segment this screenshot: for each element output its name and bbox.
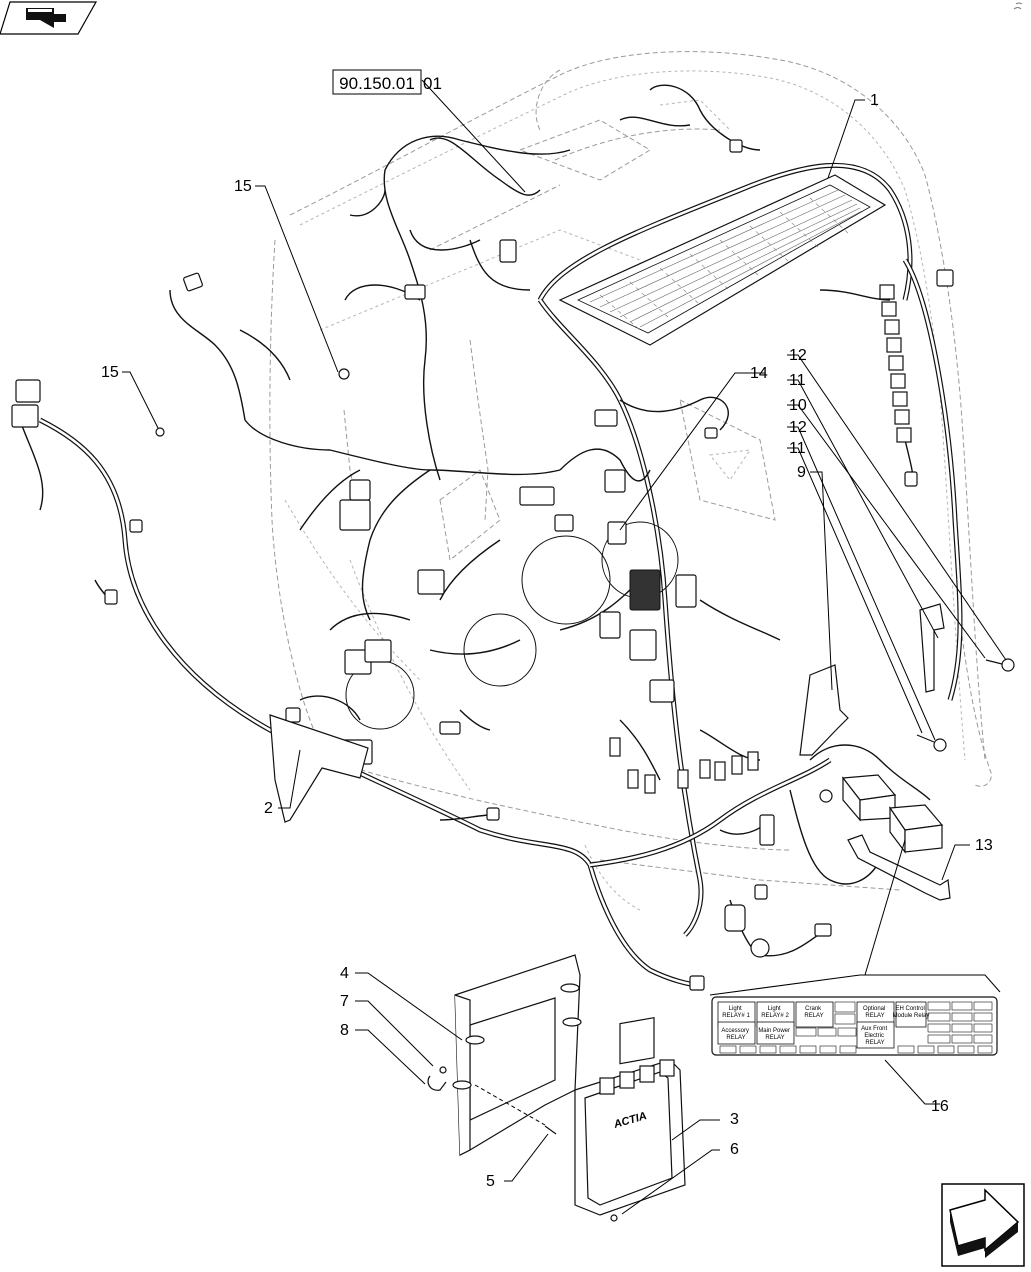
main-harness-1 [537, 162, 963, 937]
bolt-15-upper [338, 368, 350, 380]
callout-14: 14 [750, 365, 768, 382]
book-arrow-icon[interactable] [0, 1, 98, 35]
reference-box[interactable]: 90.150.01 01 [332, 69, 442, 95]
callout-3: 3 [730, 1111, 739, 1128]
callout-8: 8 [340, 1022, 349, 1039]
detail-circles [345, 521, 679, 730]
mounting-plate-4 [452, 954, 582, 1156]
bracket-right-12 [919, 603, 945, 693]
relay-main-power: Main Power RELAY [758, 1028, 791, 1041]
relay-light-1: Light RELAY# 1 [722, 1006, 750, 1019]
relay-eh-control: EH Control Module Relay [893, 1006, 930, 1019]
callout-4: 4 [340, 965, 349, 982]
callout-labels: 1 2 3 4 5 6 7 8 9 10 11 11 12 12 13 14 1… [101, 92, 993, 1190]
callout-13: 13 [975, 837, 993, 854]
relay-light-2: Light RELAY# 2 [761, 1006, 789, 1019]
callout-12-lower: 12 [789, 419, 807, 436]
bracket-9 [799, 664, 849, 756]
relay-aux-front-electric: Aux Front Electric RELAY [861, 1026, 889, 1046]
callout-5: 5 [486, 1173, 495, 1190]
left-harness-2 [38, 417, 832, 988]
next-page-arrow-icon[interactable] [941, 1183, 1025, 1267]
bracket-2 [269, 714, 369, 823]
clip-8 [427, 1066, 447, 1091]
callout-9: 9 [797, 464, 806, 481]
ecu-module-3: ACTIA [574, 1016, 686, 1222]
fuse-box-relays [841, 774, 944, 854]
callout-7: 7 [340, 993, 349, 1010]
callout-15-upper: 15 [234, 178, 252, 195]
relay-accessory: Accessory RELAY [721, 1028, 750, 1041]
relay-crank: Crank RELAY [804, 1006, 823, 1019]
callout-1: 1 [870, 92, 879, 109]
callout-12-upper: 12 [789, 347, 807, 364]
callout-6: 6 [730, 1141, 739, 1158]
connectors [11, 139, 954, 991]
corner-mark-icon [1013, 2, 1023, 10]
callout-15-left: 15 [101, 364, 119, 381]
relay-optional: Optional RELAY [863, 1006, 887, 1019]
screws-11 [916, 658, 1015, 752]
thin-wires [19, 84, 931, 957]
callout-10: 10 [789, 397, 807, 414]
bolt-15-left [155, 427, 165, 437]
cab-outline [269, 51, 992, 911]
reference-suffix: 01 [423, 74, 442, 93]
reference-code[interactable]: 90.150.01 [339, 74, 415, 93]
callout-16: 16 [931, 1098, 949, 1115]
bracket-13 [847, 834, 951, 901]
leader-lines [122, 79, 1007, 1215]
callout-2: 2 [264, 800, 273, 817]
roof-grille-panel [558, 174, 887, 346]
callout-11-upper: 11 [789, 372, 806, 389]
relay-panel-16: Light RELAY# 1 Light RELAY# 2 Crank RELA… [709, 974, 1001, 1056]
callout-11-lower: 11 [789, 440, 806, 457]
